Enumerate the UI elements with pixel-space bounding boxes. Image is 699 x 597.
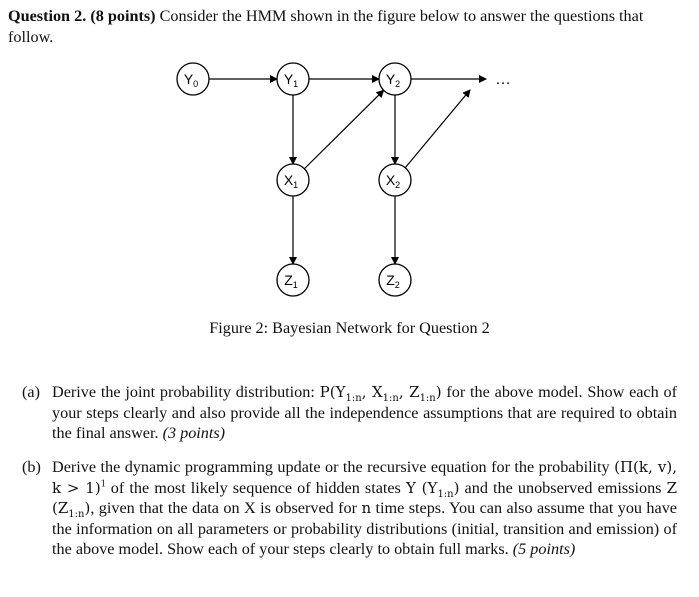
- node-label-Y0: Y0: [184, 71, 198, 89]
- part-b-text2: of the most likely sequence of hidden st…: [105, 478, 406, 497]
- part-b-text3: and the unobserved emissions: [459, 478, 667, 497]
- node-Y0: Y0: [176, 62, 210, 96]
- part-a-points: (3 points): [162, 424, 226, 442]
- edge-X1-Y2: [303, 89, 385, 170]
- question-header: Question 2. (8 points) Consider the HMM …: [8, 6, 688, 48]
- part-a-text2: for the above model. Show each of your s…: [52, 383, 677, 442]
- node-label-Z1: Z1: [284, 272, 298, 290]
- part-b-marker: (b): [22, 458, 41, 476]
- part-b: (b) Derive the dynamic programming updat…: [22, 457, 677, 560]
- part-b-text4: , given that the data on X is observed f…: [90, 499, 362, 517]
- node-circle-Y1: [276, 62, 310, 96]
- part-a: (a) Derive the joint probability distrib…: [22, 382, 677, 444]
- node-Z2: Z2: [378, 263, 412, 297]
- edges-group: [209, 75, 487, 265]
- node-circle-Z2: [378, 263, 412, 297]
- node-circle-X1: [276, 163, 310, 197]
- question-points: (8 points): [90, 7, 156, 25]
- node-circle-X2: [378, 163, 412, 197]
- ellipsis: …: [495, 71, 511, 88]
- node-label-Z2: Z2: [386, 272, 400, 290]
- node-Y1: Y1: [276, 62, 310, 96]
- part-b-math1: (Π(k, v), k > 1): [52, 458, 677, 497]
- part-b-footnote: 1: [100, 478, 106, 490]
- part-b-text5: time steps. You can also assume that you…: [52, 499, 677, 558]
- node-X1: X1: [276, 163, 310, 197]
- part-b-math2: Y (Y1:n): [405, 478, 460, 500]
- part-a-math: P(Y1:n, X1:n, Z1:n): [319, 383, 442, 404]
- node-X2: X2: [378, 163, 412, 197]
- edge-X2-next: [404, 89, 471, 169]
- node-label-Y1: Y1: [284, 71, 298, 89]
- node-circle-Z1: [276, 263, 310, 297]
- node-label-X1: X1: [284, 172, 298, 190]
- node-label-Y2: Y2: [386, 71, 400, 89]
- part-b-math3: Z (Z1:n): [52, 478, 677, 520]
- node-circle-Y2: [378, 62, 412, 96]
- part-b-body: Derive the dynamic programming update or…: [52, 457, 677, 560]
- question-label: Question 2.: [8, 7, 87, 25]
- part-a-text1: Derive the joint probability distributio…: [52, 383, 320, 401]
- node-label-X2: X2: [386, 172, 400, 190]
- part-b-text1: Derive the dynamic programming update or…: [52, 458, 615, 476]
- node-Z1: Z1: [276, 263, 310, 297]
- node-circle-Y0: [176, 62, 210, 96]
- part-b-math4: n: [361, 499, 372, 517]
- question-intro: Consider the HMM shown in the figure bel…: [8, 7, 644, 46]
- part-a-marker: (a): [22, 383, 40, 401]
- part-a-body: Derive the joint probability distributio…: [52, 382, 677, 444]
- figure-caption: Figure 2: Bayesian Network for Question …: [209, 319, 490, 337]
- part-b-points: (5 points): [512, 540, 576, 558]
- node-Y2: Y2: [378, 62, 412, 96]
